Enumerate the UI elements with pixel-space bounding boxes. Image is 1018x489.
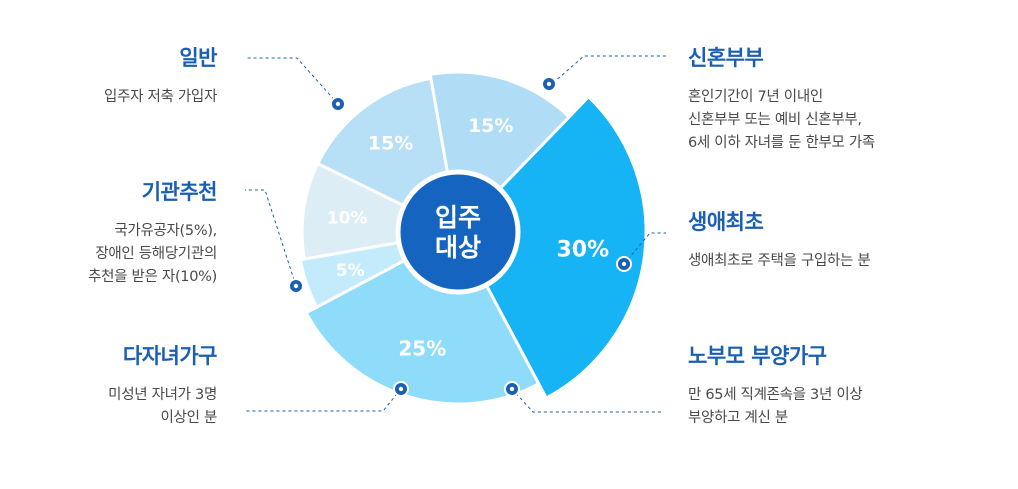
leader-line [245, 189, 297, 287]
slice-percent-label: 10% [327, 208, 368, 228]
leader-line [623, 232, 666, 265]
leader-dot-center [546, 81, 552, 87]
leader-dot-center [293, 283, 299, 289]
label-desc: 생애최초로 주택을 구입하는 분 [688, 253, 871, 269]
center-circle [395, 169, 521, 295]
center-label-line1: 입주 [435, 203, 481, 232]
label-title: 기관추천 [141, 180, 218, 204]
label-title: 신혼부부 [688, 46, 764, 70]
leader-dot-center [621, 261, 627, 267]
slice-percent-label: 15% [368, 133, 413, 155]
leader-line [511, 388, 664, 413]
label-first-time: 생애최초 생애최초로 주택을 구입하는 분 [688, 206, 988, 273]
leader-line [245, 57, 339, 105]
leader-dot-center [398, 386, 404, 392]
label-multi-child: 다자녀가구 미성년 자녀가 3명 이상인 분 [0, 340, 217, 430]
label-desc: 국가유공자(5%), 장애인 등해당기관의 추천을 받은 자(10%) [88, 223, 217, 285]
label-general: 일반 입주자 저축 가입자 [0, 42, 217, 109]
center-label-line2: 대상 [435, 233, 481, 262]
slice-percent-label: 30% [556, 238, 609, 263]
slice-percent-label: 5% [336, 261, 365, 281]
label-desc: 미성년 자녀가 3명 이상인 분 [108, 387, 217, 426]
leader-dot-center [509, 386, 515, 392]
label-title: 생애최초 [688, 210, 764, 234]
label-newlywed: 신혼부부 혼인기간이 7년 이내인 신혼부부 또는 예비 신혼부부, 6세 이하… [688, 42, 988, 155]
label-desc: 혼인기간이 7년 이내인 신혼부부 또는 예비 신혼부부, 6세 이하 자녀를 … [688, 89, 875, 151]
leader-dot-center [335, 101, 341, 107]
label-elderly-support: 노부모 부양가구 만 65세 직계존속을 3년 이상 부양하고 계신 분 [688, 340, 988, 430]
leader-lines [245, 55, 666, 413]
pie-slice [456, 94, 648, 401]
label-institution: 기관추천 국가유공자(5%), 장애인 등해당기관의 추천을 받은 자(10%) [0, 176, 217, 289]
slice-percent-label: 15% [468, 115, 513, 137]
leader-line [245, 388, 402, 412]
label-title: 다자녀가구 [122, 344, 218, 368]
label-title: 노부모 부양가구 [688, 344, 827, 368]
label-desc: 만 65세 직계존속을 3년 이상 부양하고 계신 분 [688, 387, 863, 426]
leader-line [552, 55, 666, 84]
label-title: 일반 [179, 46, 217, 70]
slice-percent-label: 25% [398, 337, 446, 361]
label-desc: 입주자 저축 가입자 [104, 89, 217, 105]
